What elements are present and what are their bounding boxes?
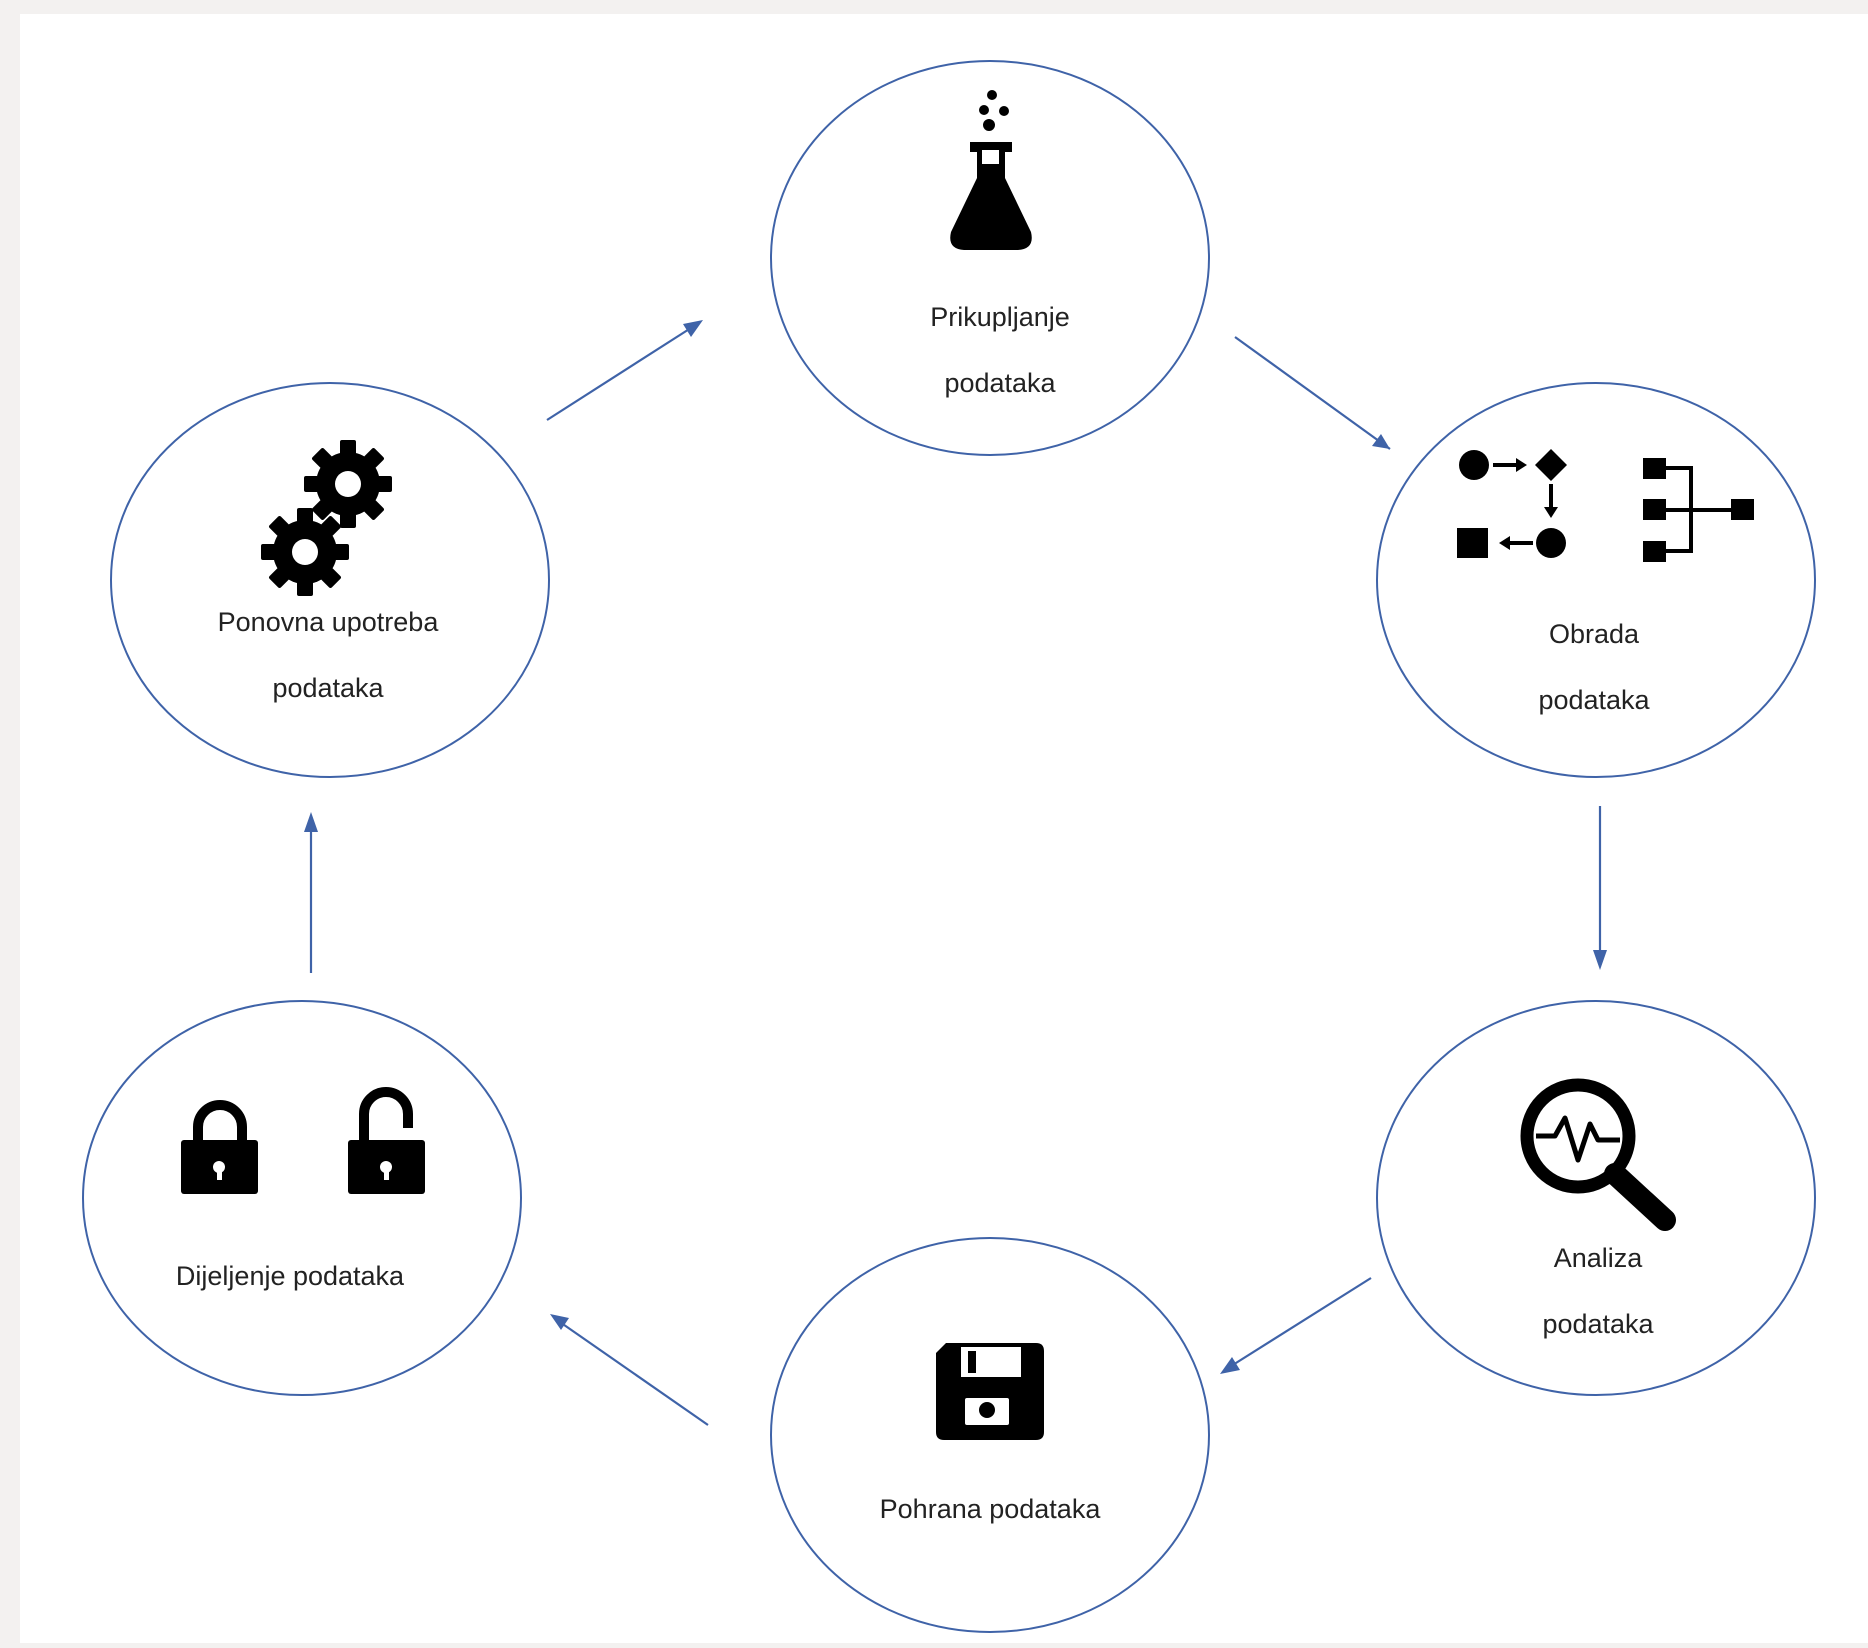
node-storage: Pohrana podataka	[770, 1237, 1210, 1633]
edge-collection-to-processing-head	[1372, 434, 1390, 449]
edge-storage-to-sharing	[556, 1319, 709, 1426]
node-storage-label-line1: Pohrana podataka	[880, 1494, 1102, 1524]
node-collection-label-line2: podataka	[944, 368, 1056, 398]
hierarchy-icon	[1643, 458, 1754, 562]
node-analysis-outline	[1376, 1000, 1816, 1396]
edges	[304, 320, 1607, 1426]
edge-analysis-to-storage	[1227, 1277, 1372, 1369]
edge-processing-to-analysis-head	[1593, 950, 1607, 970]
locked-padlock-icon	[181, 1100, 258, 1194]
gear-small-icon	[304, 440, 392, 528]
unlocked-padlock-icon	[348, 1087, 425, 1194]
node-processing: Obrada podataka	[1376, 382, 1816, 778]
node-processing-label-line1: Obrada	[1549, 619, 1640, 649]
node-reuse-label-line2: podataka	[272, 673, 384, 703]
diagram-canvas: Prikupljanje podataka Obrada	[20, 14, 1868, 1643]
floppy-disk-icon	[936, 1343, 1044, 1440]
node-sharing-label-line1: Dijeljenje podataka	[176, 1261, 405, 1291]
edge-reuse-to-collection	[546, 325, 695, 421]
process-flow-icon	[1457, 449, 1567, 558]
node-analysis: Analiza podataka	[1376, 1000, 1816, 1396]
node-sharing-outline	[82, 1000, 522, 1396]
node-processing-outline	[1376, 382, 1816, 778]
node-collection-outline	[770, 60, 1210, 456]
node-analysis-label-line2: podataka	[1542, 1309, 1654, 1339]
node-reuse-label-line1: Ponovna upotreba	[218, 607, 440, 637]
edge-sharing-to-reuse-head	[304, 812, 318, 832]
node-collection-label-line1: Prikupljanje	[930, 302, 1070, 332]
node-sharing: Dijeljenje podataka	[82, 1000, 522, 1396]
lifecycle-diagram: Prikupljanje podataka Obrada	[82, 60, 1816, 1633]
edge-collection-to-processing	[1234, 336, 1391, 450]
gear-large-icon	[261, 508, 349, 596]
flask-icon	[950, 90, 1032, 250]
edge-storage-to-sharing-head	[550, 1314, 569, 1330]
magnifier-pulse-icon	[1520, 1078, 1676, 1231]
gears-icon	[261, 440, 392, 596]
node-analysis-label-line1: Analiza	[1554, 1243, 1644, 1273]
edge-analysis-to-storage-head	[1220, 1357, 1240, 1374]
node-processing-label-line2: podataka	[1538, 685, 1650, 715]
node-collection: Prikupljanje podataka	[770, 60, 1210, 456]
node-reuse: Ponovna upotreba podataka	[110, 382, 550, 778]
edge-reuse-to-collection-head	[683, 320, 703, 337]
